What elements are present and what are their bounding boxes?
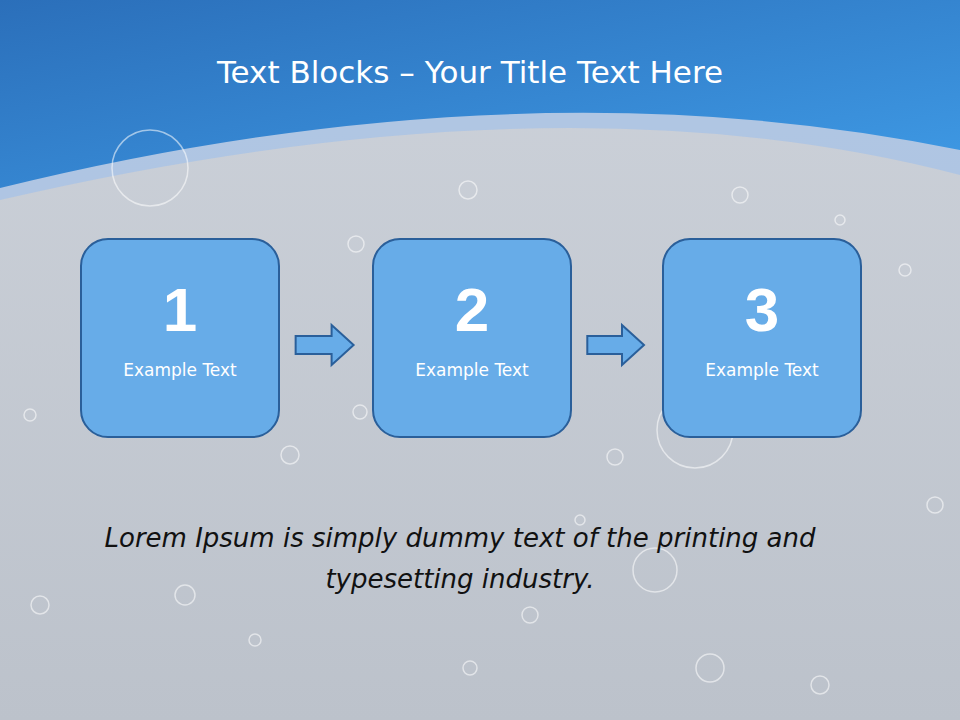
block-arrow — [296, 325, 354, 365]
block-arrow — [587, 325, 644, 365]
bubble — [31, 596, 49, 614]
bubble — [522, 607, 538, 623]
bubble — [927, 497, 943, 513]
step-text: Example Text — [415, 360, 529, 380]
bubble — [24, 409, 36, 421]
light-band — [0, 0, 960, 200]
bubble — [732, 187, 748, 203]
bubble — [633, 548, 677, 592]
bubble — [459, 181, 477, 199]
bubble — [463, 661, 477, 675]
bubbles — [24, 130, 943, 694]
step-number: 2 — [455, 277, 489, 342]
bubble — [899, 264, 911, 276]
bubble — [835, 215, 845, 225]
bubble — [175, 585, 195, 605]
bubble — [112, 130, 188, 206]
top-band — [0, 0, 960, 188]
caption-text: Lorem Ipsum is simply dummy text of the … — [100, 518, 820, 600]
bubble — [353, 405, 367, 419]
slide-title: Text Blocks – Your Title Text Here — [80, 54, 860, 90]
step-number: 1 — [163, 277, 197, 342]
step-box: 1Example Text — [80, 238, 280, 438]
bubble — [811, 676, 829, 694]
bubble — [607, 449, 623, 465]
bubble — [696, 654, 724, 682]
bubble — [249, 634, 261, 646]
step-number: 3 — [745, 277, 779, 342]
bubble — [281, 446, 299, 464]
step-text: Example Text — [705, 360, 819, 380]
step-box: 2Example Text — [372, 238, 572, 438]
bubble — [348, 236, 364, 252]
step-box: 3Example Text — [662, 238, 862, 438]
step-text: Example Text — [123, 360, 237, 380]
